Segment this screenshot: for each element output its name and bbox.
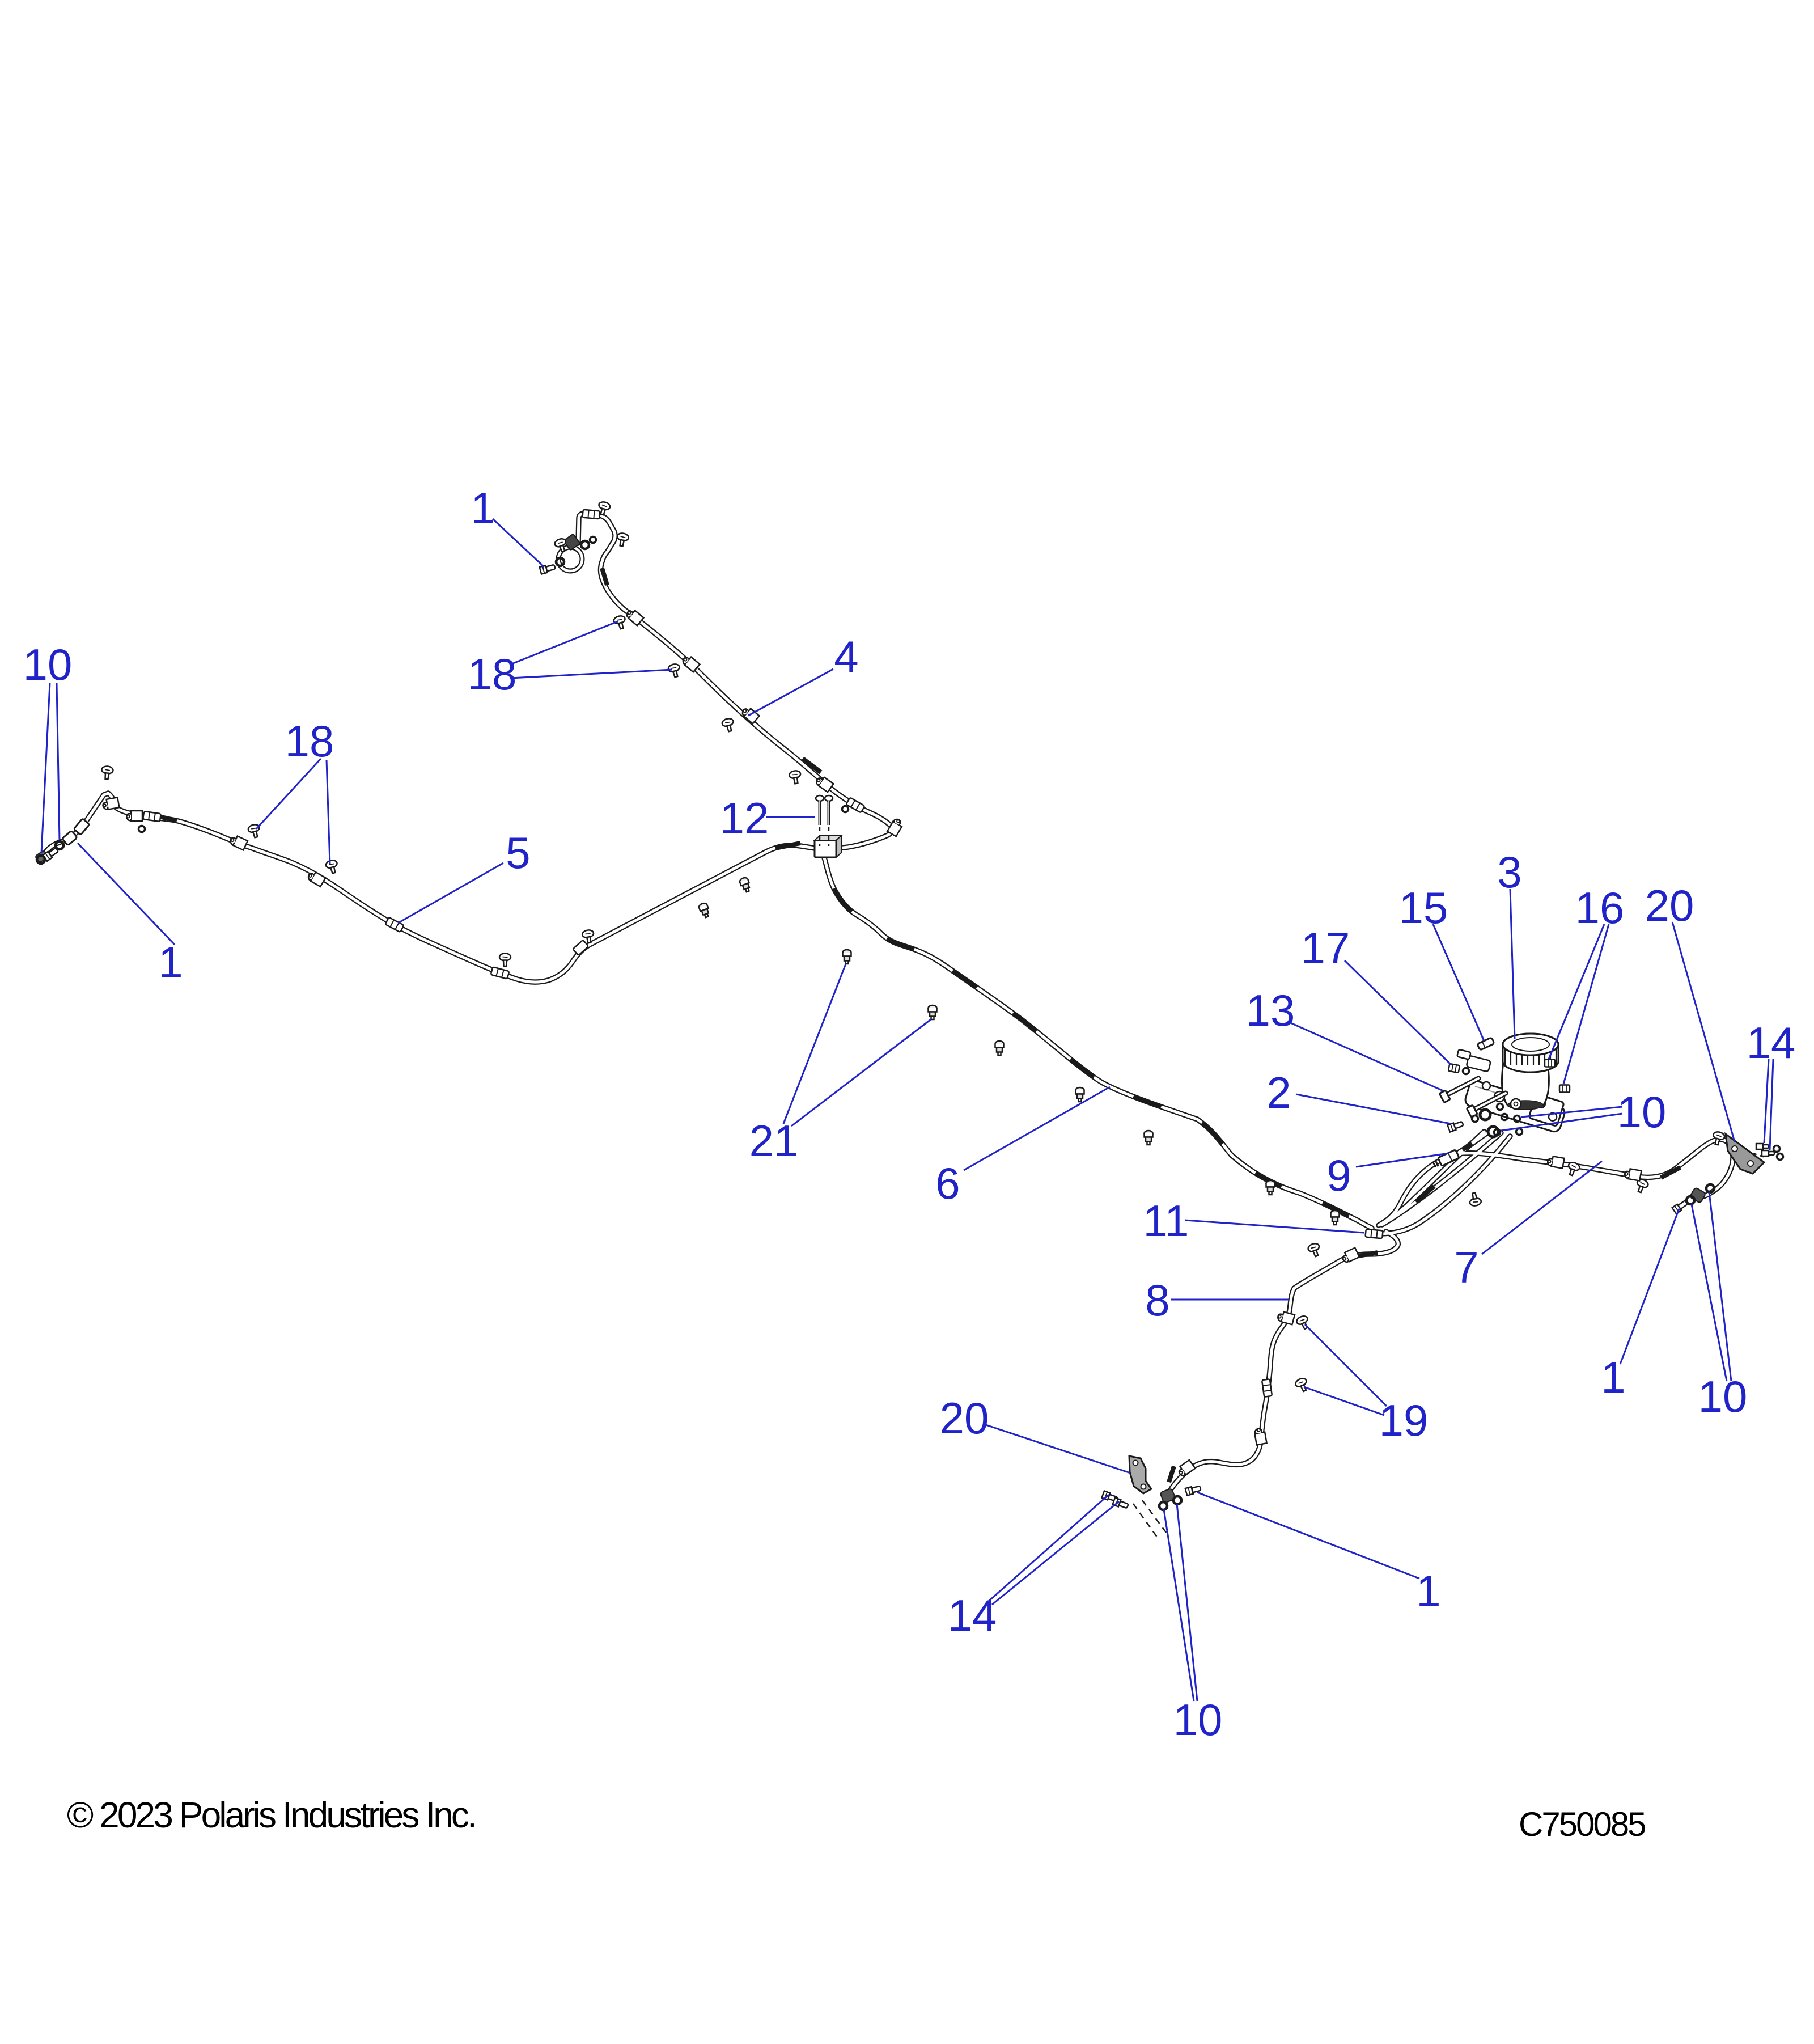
svg-text:15: 15 [1399,883,1448,933]
svg-text:8: 8 [1145,1275,1169,1325]
svg-text:1: 1 [1601,1352,1625,1402]
svg-text:14: 14 [948,1590,997,1640]
svg-text:© 2023 Polaris Industries Inc.: © 2023 Polaris Industries Inc. [67,1795,475,1835]
svg-text:5: 5 [506,828,530,878]
svg-text:20: 20 [1645,881,1694,930]
svg-text:20: 20 [940,1393,989,1443]
svg-text:13: 13 [1246,985,1295,1035]
svg-text:10: 10 [1173,1695,1223,1745]
svg-text:10: 10 [1617,1087,1667,1137]
svg-text:10: 10 [23,640,73,689]
svg-text:18: 18 [468,649,517,699]
svg-text:2: 2 [1266,1068,1291,1118]
svg-text:11: 11 [1143,1196,1189,1246]
svg-text:19: 19 [1379,1395,1429,1445]
svg-text:16: 16 [1575,883,1625,933]
svg-text:14: 14 [1747,1018,1796,1068]
svg-text:C750085: C750085 [1519,1805,1645,1843]
svg-text:18: 18 [285,716,334,766]
svg-text:9: 9 [1326,1150,1351,1200]
svg-text:1: 1 [1416,1566,1440,1616]
svg-text:1: 1 [471,483,495,533]
svg-text:17: 17 [1301,923,1350,973]
svg-text:21: 21 [749,1116,799,1166]
svg-text:7: 7 [1454,1242,1478,1292]
svg-text:4: 4 [834,632,858,682]
svg-text:12: 12 [720,793,769,843]
svg-text:10: 10 [1698,1372,1748,1421]
svg-text:6: 6 [935,1158,960,1208]
svg-text:3: 3 [1497,847,1521,897]
svg-text:1: 1 [158,937,183,987]
